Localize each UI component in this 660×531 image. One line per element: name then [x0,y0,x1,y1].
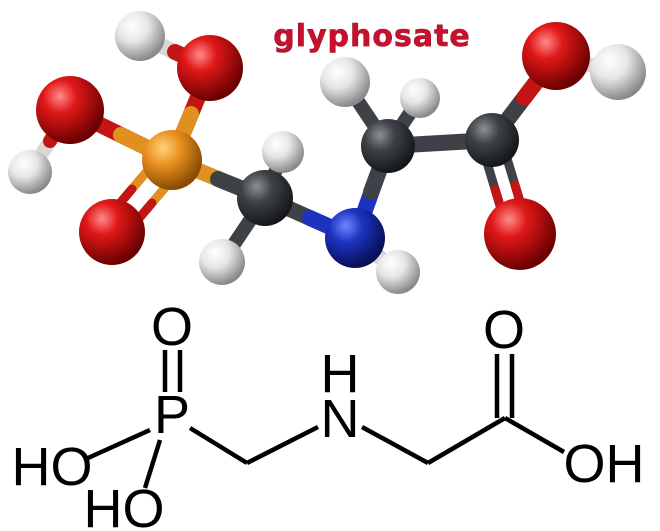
hydroxyl-label-right: OH [564,434,645,494]
oxygen-atom [79,199,145,265]
formula-bonds [87,350,566,489]
oxygen-atom [36,76,104,144]
hydrogen-label-amine: H [321,344,360,404]
phosphorus-label: P [154,385,190,445]
molecule-title: glyphosate [273,19,471,54]
nitrogen-label: N [321,389,360,449]
hydrogen-atom [376,250,420,294]
hydrogen-atom [8,150,52,194]
oxygen-atom [522,22,590,90]
oxygen-label-carbonyl: O [483,300,525,360]
hydrogen-atom [115,11,165,61]
hydrogen-atom [320,57,370,107]
carbon-atom [361,119,415,173]
hydrogen-atom [199,239,245,285]
structural-formula: O O H P N HO HO OH [12,297,645,531]
phosphorus-atom [142,130,202,190]
ball-and-stick-model [8,11,646,294]
oxygen-atom [484,198,556,270]
nitrogen-atom [325,208,385,268]
hydrogen-atom [400,78,440,118]
hydrogen-atom [262,131,304,173]
carbon-atom [465,113,519,167]
hydroxyl-label-left: HO [12,437,93,497]
hydroxyl-label-bottom: HO [84,479,165,531]
oxygen-label-phosphoryl: O [151,297,193,357]
model-atoms [8,11,646,294]
oxygen-atom [177,35,243,101]
hydrogen-atom [590,44,646,100]
carbon-atom [237,170,293,226]
